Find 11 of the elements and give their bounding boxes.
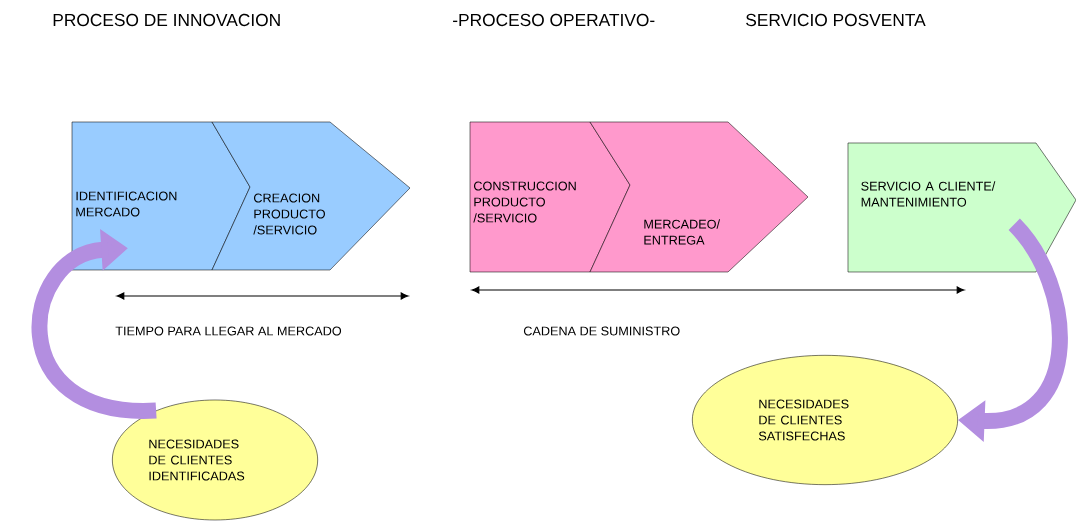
heading: PROCESO DE INNOVACION <box>53 13 280 27</box>
chain-label: CADENA DE SUMINISTRO <box>523 326 680 336</box>
heading: -PROCESO OPERATIVO- <box>453 13 655 27</box>
time-label: TIEMPO PARA LLEGAR AL MERCADO <box>115 326 342 336</box>
curved-arrow <box>31 229 157 419</box>
process-step: CONSTRUCCION PRODUCTO /SERVICIO <box>469 121 631 273</box>
process-step: CREACION PRODUCTO /SERVICIO <box>211 121 411 271</box>
process-step: IDENTIFICACION MERCADO <box>71 121 251 271</box>
heading: SERVICIO POSVENTA <box>746 13 926 27</box>
process-step: SERVICIO A CLIENTE/ MANTENIMIENTO <box>847 142 1076 273</box>
process-step: MERCADEO/ ENTREGA <box>589 121 809 273</box>
